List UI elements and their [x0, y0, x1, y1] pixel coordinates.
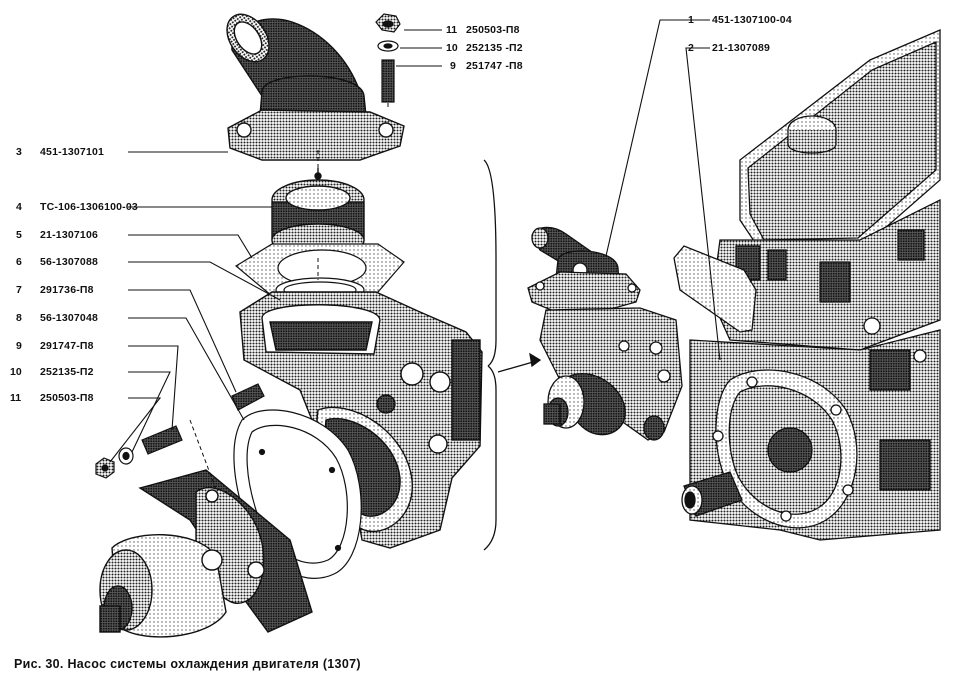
callout-number: 2 [688, 42, 694, 54]
callout-number: 3 [16, 146, 22, 158]
callout-part-number: 21-1307106 [40, 229, 99, 241]
callout-number: 1 [688, 14, 694, 26]
callout-number: 9 [16, 340, 22, 352]
callout-number: 10 [10, 366, 22, 378]
callout-part-number: 250503-П8 [466, 24, 520, 36]
callout-part-number: 291736-П8 [40, 284, 94, 296]
callout-part-number: 250503-П8 [40, 392, 94, 404]
callout-part-number: 451-1307101 [40, 146, 105, 158]
callout-part-number: 451-1307100-04 [712, 14, 792, 26]
thermostat-gasket [234, 243, 405, 297]
bracket [483, 159, 542, 551]
housing-stud [231, 383, 265, 411]
callout-part-number: 251747 -П8 [466, 60, 523, 72]
callout-number: 6 [16, 256, 22, 268]
callout-part-number: 21-1307089 [712, 42, 771, 54]
thermostat [271, 168, 365, 258]
callout-number: 11 [10, 392, 22, 404]
callout-number: 8 [16, 312, 22, 324]
top-stud [381, 59, 395, 103]
callout-part-number: 56-1307048 [40, 312, 99, 324]
top-nut [375, 13, 401, 33]
outlet-pipe-cover [226, 13, 405, 161]
callout-part-number: 252135 -П2 [466, 42, 523, 54]
callout-part-number: 56-1307088 [40, 256, 99, 268]
callout-number: 5 [16, 229, 22, 241]
callout-number: 11 [446, 24, 458, 36]
callout-part-number: 291747-П8 [40, 340, 94, 352]
engine-block [673, 29, 941, 541]
figure-caption: Рис. 30. Насос системы охлаждения двигат… [14, 657, 361, 671]
pump-shaft-assembly [99, 469, 313, 638]
left-nut [95, 457, 115, 479]
assembled-pump [527, 226, 683, 441]
left-stud [141, 425, 183, 455]
leader-lines [109, 19, 721, 463]
callout-number: 7 [16, 284, 22, 296]
callout-part-number: ТС-106-1306100-03 [40, 201, 138, 213]
left-washer [118, 447, 134, 465]
top-washer [377, 40, 399, 52]
callout-number: 10 [446, 42, 458, 54]
callout-part-number: 252135-П2 [40, 366, 94, 378]
callout-number: 4 [16, 201, 22, 213]
callout-number: 9 [450, 60, 456, 72]
